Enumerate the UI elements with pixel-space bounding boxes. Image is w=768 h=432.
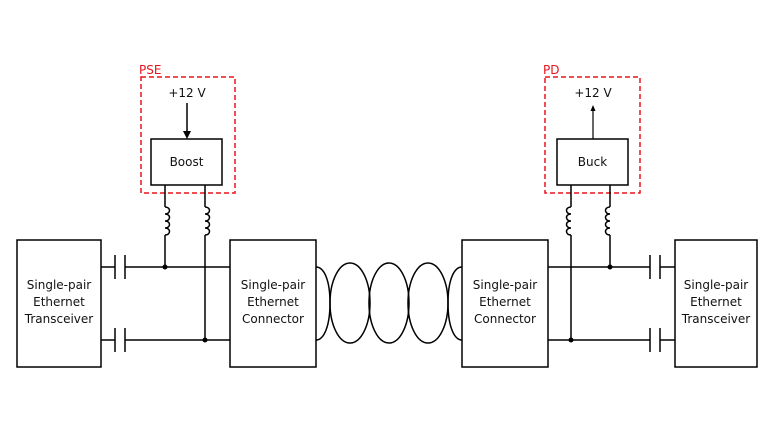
pse-inductor-left: [164, 185, 171, 267]
left-connector-line1: Single-pair: [241, 278, 306, 292]
left-connector-line2: Ethernet: [247, 295, 299, 309]
pd-supply-label: +12 V: [574, 86, 612, 100]
right-wiring: [548, 255, 675, 352]
pse-label: PSE: [139, 63, 161, 77]
pse-domain-border: [140, 76, 236, 194]
right-transceiver-line3: Transceiver: [681, 312, 751, 326]
right-connector-line3: Connector: [474, 312, 536, 326]
left-transceiver-box: [16, 239, 102, 368]
right-junction-bottom: [568, 337, 574, 343]
left-wiring: [101, 255, 230, 352]
left-junction-top: [162, 264, 168, 270]
boost-converter-box: [150, 138, 223, 186]
pse-supply-arrow-head: [183, 131, 191, 139]
pd-supply-arrow-head: [590, 105, 596, 111]
left-junction-bottom: [202, 337, 208, 343]
right-connector-box: [461, 239, 549, 368]
pd-domain-border: [544, 76, 641, 194]
right-junction-top: [607, 264, 613, 270]
left-transceiver-line2: Ethernet: [33, 295, 85, 309]
pd-label: PD: [543, 63, 559, 77]
right-transceiver-box: [674, 239, 758, 368]
pd-inductor-left: [565, 185, 572, 340]
boost-label: Boost: [170, 155, 204, 169]
left-transceiver-line1: Single-pair: [27, 278, 92, 292]
right-transceiver-line1: Single-pair: [684, 278, 749, 292]
buck-label: Buck: [578, 155, 607, 169]
right-connector-line2: Ethernet: [479, 295, 531, 309]
pse-inductor-right: [204, 185, 211, 340]
pse-supply-label: +12 V: [168, 86, 206, 100]
twisted-pair-cable: [315, 262, 463, 344]
left-connector-line3: Connector: [242, 312, 304, 326]
right-connector-line1: Single-pair: [473, 278, 538, 292]
left-transceiver-line3: Transceiver: [24, 312, 94, 326]
right-transceiver-line2: Ethernet: [690, 295, 742, 309]
buck-converter-box: [556, 138, 629, 186]
left-connector-box: [229, 239, 317, 368]
pd-inductor-right: [604, 185, 611, 267]
